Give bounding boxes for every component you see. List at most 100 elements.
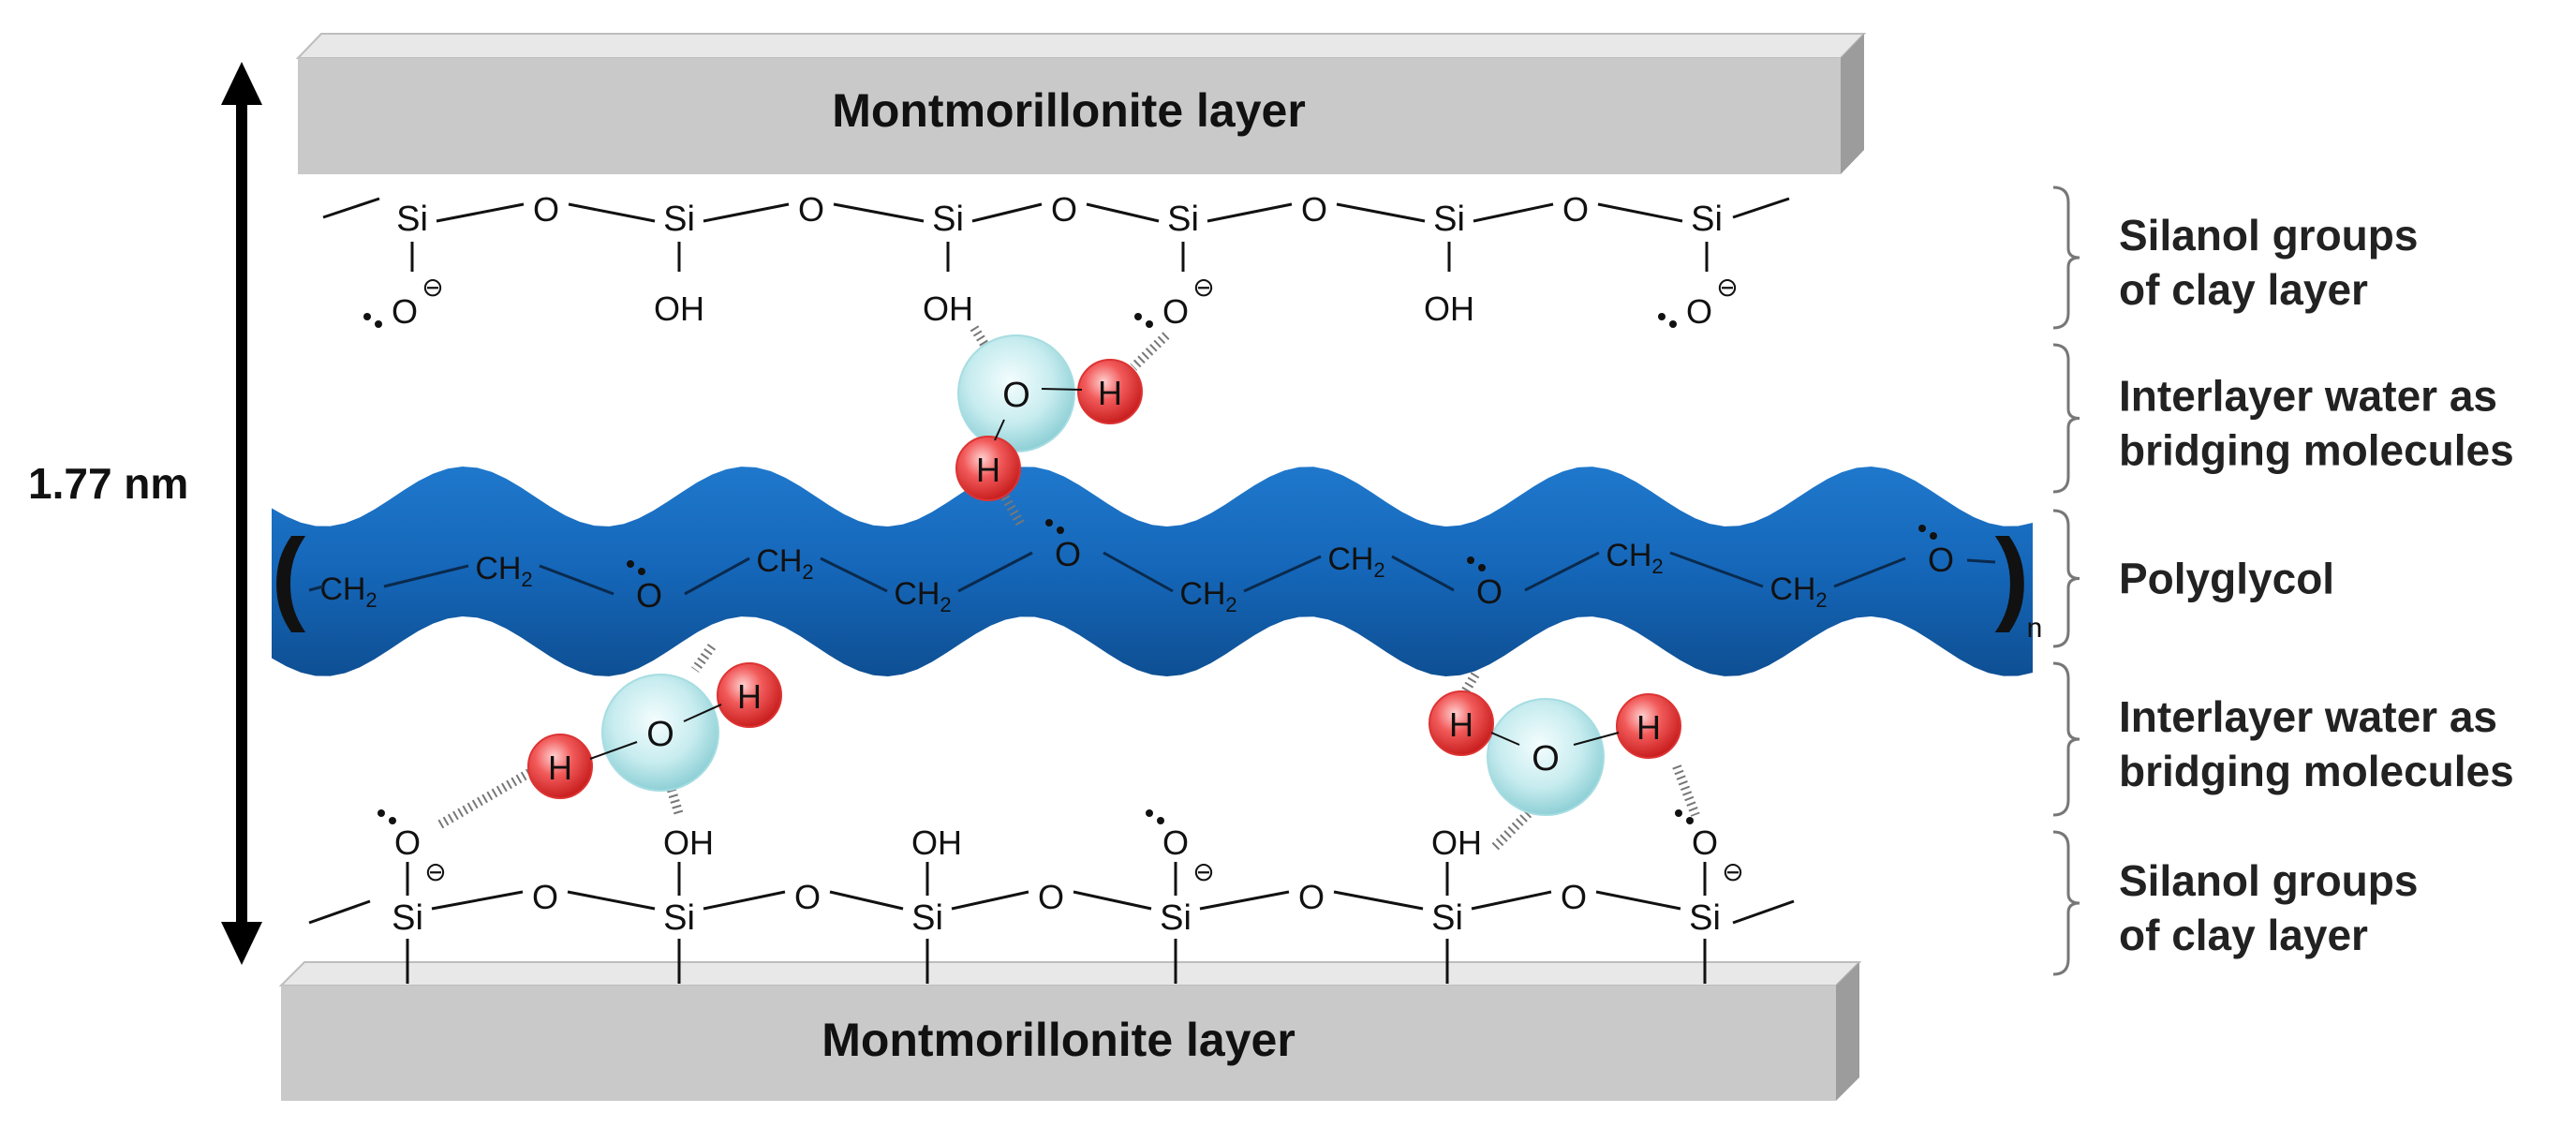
bond-line xyxy=(1041,388,1083,391)
hydroxyl-group: OH xyxy=(911,823,962,862)
side-label-line1: Interlayer water as xyxy=(2119,692,2497,741)
curly-bracket xyxy=(2052,185,2080,330)
bridging-oxygen: O xyxy=(1562,190,1589,229)
lone-pair-dot xyxy=(1675,809,1682,817)
methylene-group: CH2 xyxy=(894,576,951,616)
negative-charge: ⊖ xyxy=(422,273,443,302)
lone-pair-dot xyxy=(1930,532,1937,540)
top-layer-label: Montmorillonite layer xyxy=(832,84,1306,137)
bond-line xyxy=(1073,890,1152,911)
hydroxyl-group: OH xyxy=(1431,823,1482,862)
si-atom: Si xyxy=(663,200,695,239)
hydrogen-bond xyxy=(986,470,1026,527)
lone-pair-dot xyxy=(1157,817,1164,824)
bridging-oxygen: O xyxy=(794,878,821,916)
lone-pair-dot xyxy=(1045,519,1053,527)
top-montmorillonite-layer: Montmorillonite layer xyxy=(295,33,1867,174)
bond-line xyxy=(1473,202,1554,223)
bond-line xyxy=(568,202,656,223)
bond-line xyxy=(994,419,1005,441)
bond-line xyxy=(683,704,722,722)
si-atom: Si xyxy=(396,200,428,239)
lone-pair-dot xyxy=(1658,313,1666,320)
bond-line xyxy=(684,556,750,596)
hydroxyl-group: OH xyxy=(663,823,714,862)
lone-pair-dot xyxy=(378,809,385,817)
oxygen-anion: O xyxy=(392,292,418,331)
polyglycol-ribbon xyxy=(272,467,2033,676)
bond-line xyxy=(1669,551,1764,588)
bond-line xyxy=(1490,732,1520,746)
oxygen-label: O xyxy=(1002,376,1030,415)
negative-charge: ⊖ xyxy=(1192,857,1214,886)
bridging-oxygen: O xyxy=(1051,190,1077,229)
bond-line xyxy=(1243,555,1322,593)
lone-pair-dot xyxy=(1146,320,1153,328)
negative-charge: ⊖ xyxy=(1716,273,1738,302)
lone-pair xyxy=(363,313,382,328)
bond-line xyxy=(539,564,614,596)
hydroxyl-group: OH xyxy=(654,289,704,328)
ether-oxygen: O xyxy=(1055,535,1081,573)
bond-line xyxy=(1966,558,1996,564)
si-atom: Si xyxy=(1160,898,1192,938)
lone-pair xyxy=(1467,556,1486,571)
lone-pair-dot xyxy=(1057,527,1064,534)
hydrogen-bond xyxy=(660,766,684,817)
lone-pair-dot xyxy=(638,568,645,575)
oxygen-atom xyxy=(601,674,719,792)
bridging-oxygen: O xyxy=(533,190,559,229)
hydrogen-atom xyxy=(955,436,1021,501)
lone-pair xyxy=(1045,519,1064,534)
bond-line xyxy=(436,202,525,223)
side-label-line1: Silanol groups xyxy=(2119,856,2418,905)
curly-bracket xyxy=(2052,343,2080,494)
bond-line xyxy=(703,202,790,223)
bond-line xyxy=(703,890,786,911)
side-label-line2: of clay layer xyxy=(2119,265,2368,314)
lone-pair xyxy=(627,560,645,575)
bond-line xyxy=(1471,890,1552,911)
hydrogen-label: H xyxy=(1636,708,1661,747)
bridging-oxygen: O xyxy=(798,190,824,229)
bridging-oxygen: O xyxy=(1301,190,1327,229)
hydrogen-label: H xyxy=(737,677,762,716)
hydrogen-bond xyxy=(1672,764,1700,817)
bond-line xyxy=(308,585,324,592)
bond-line xyxy=(833,202,925,223)
bond-line xyxy=(1391,555,1455,592)
bond-line xyxy=(1595,890,1681,911)
lone-pair xyxy=(1675,809,1694,824)
negative-charge: ⊖ xyxy=(1192,273,1214,302)
distance-label: 1.77 nm xyxy=(28,459,188,508)
curly-bracket xyxy=(2052,830,2080,976)
bond-line xyxy=(829,890,904,911)
subscript: 2 xyxy=(521,568,532,591)
oxygen-anion: O xyxy=(1686,292,1712,331)
hydrogen-atom xyxy=(1616,693,1681,759)
bottom-montmorillonite-layer: Montmorillonite layer xyxy=(278,961,1862,1101)
curly-bracket xyxy=(2052,661,2080,817)
bridging-oxygen: O xyxy=(532,878,558,916)
si-atom: Si xyxy=(1431,898,1463,938)
bond-line xyxy=(589,741,638,760)
bond-line xyxy=(1524,551,1600,592)
bond-line xyxy=(957,551,1033,593)
hydrogen-label: H xyxy=(1098,374,1122,412)
bond-line xyxy=(951,890,1029,911)
bond-line xyxy=(322,197,380,219)
bottom-layer-label: Montmorillonite layer xyxy=(822,1014,1295,1066)
oxygen-anion: O xyxy=(1692,823,1718,862)
ether-oxygen: O xyxy=(1476,572,1503,611)
oxygen-label: O xyxy=(1532,739,1560,779)
curly-bracket xyxy=(2052,509,2080,648)
bond-line xyxy=(1732,899,1795,925)
bond-line xyxy=(1833,556,1906,588)
lone-pair-dot xyxy=(1669,320,1677,328)
ether-oxygen: O xyxy=(1928,541,1954,579)
